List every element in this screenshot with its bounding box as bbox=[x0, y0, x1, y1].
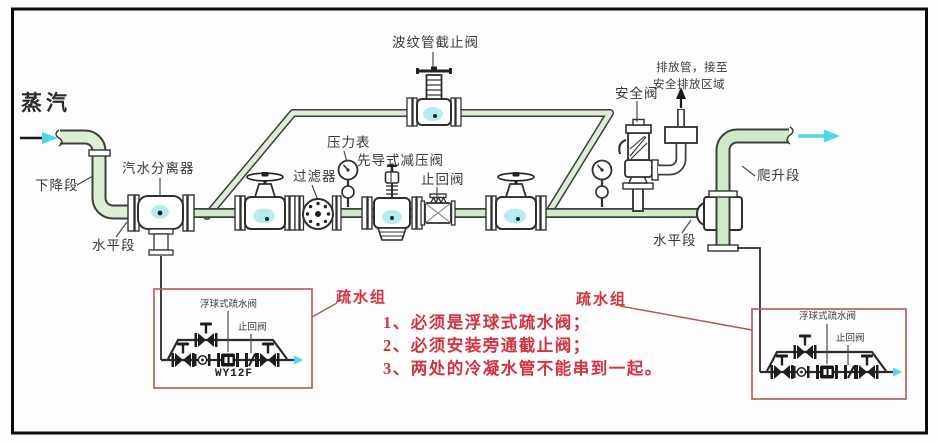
label-check-left: 止回阀 bbox=[238, 323, 267, 333]
label-down-section: 下降段 bbox=[35, 178, 79, 193]
label-strainer: 过滤器 bbox=[293, 169, 337, 184]
steam-water-separator bbox=[127, 194, 195, 256]
trap-line-left bbox=[161, 323, 303, 368]
pilot-pressure-reducing-valve bbox=[361, 164, 423, 241]
safety-valve-assembly bbox=[618, 87, 698, 212]
label-pilot-prv: 先导式减压阀 bbox=[357, 153, 444, 168]
pressure-gauge-downstream bbox=[591, 159, 613, 209]
check-valve-main bbox=[420, 193, 456, 226]
note-3: 3、两处的冷凝水管不能串到一起。 bbox=[383, 358, 663, 378]
label-horizontal-right: 水平段 bbox=[653, 233, 697, 248]
steam-inlet-arrow bbox=[20, 132, 58, 144]
condensate-drop-right bbox=[737, 247, 761, 372]
label-horizontal-left: 水平段 bbox=[92, 238, 136, 253]
trap-group-box-left bbox=[153, 288, 313, 389]
inlet-flange bbox=[88, 149, 111, 157]
trap-line-right bbox=[760, 335, 902, 380]
riser-pipe bbox=[696, 126, 794, 252]
strainer bbox=[294, 195, 342, 231]
steam-outlet-arrow bbox=[798, 129, 840, 143]
installation-notes: 1、必须是浮球式疏水阀； 2、必须安装旁通截止阀； 3、两处的冷凝水管不能串到一… bbox=[383, 309, 663, 378]
pipe-break-symbol bbox=[786, 126, 794, 145]
label-trap-model: WY12F bbox=[215, 368, 254, 380]
label-discharge-line1: 排放管，接至 bbox=[656, 62, 728, 74]
red-leader-lines bbox=[311, 302, 753, 331]
globe-valve-upstream bbox=[234, 171, 296, 231]
label-safety-valve: 安全阀 bbox=[615, 86, 659, 101]
label-float-trap-left: 浮球式疏水阀 bbox=[200, 300, 258, 310]
label-riser-section: 爬升段 bbox=[757, 168, 801, 183]
label-pressure-gauge: 压力表 bbox=[327, 135, 371, 150]
label-discharge-line2: 安全排放区域 bbox=[653, 79, 725, 91]
leader-lines bbox=[76, 52, 849, 365]
label-trap-group-left: 疏水组 bbox=[336, 290, 388, 306]
label-check-valve: 止回阀 bbox=[421, 172, 465, 187]
outer-frame bbox=[11, 7, 928, 435]
bellows-stop-valve bbox=[406, 66, 462, 127]
discharge-arrow bbox=[676, 87, 686, 108]
note-2: 2、必须安装旁通截止阀； bbox=[383, 335, 591, 355]
note-1: 1、必须是浮球式疏水阀； bbox=[383, 313, 591, 332]
label-bellows-stop-valve: 波纹管截止阀 bbox=[392, 35, 479, 50]
pipe-break-symbol bbox=[55, 129, 63, 147]
label-float-trap-right: 浮球式疏水阀 bbox=[799, 312, 857, 322]
label-check-right: 止回阀 bbox=[836, 334, 865, 344]
inlet-pipe bbox=[55, 129, 138, 220]
globe-valve-downstream bbox=[485, 171, 547, 231]
label-separator: 汽水分离器 bbox=[122, 161, 195, 176]
trap-group-box-right bbox=[751, 308, 907, 400]
label-trap-group-right: 疏水组 bbox=[576, 292, 628, 308]
label-steam: 蒸汽 bbox=[21, 91, 71, 115]
